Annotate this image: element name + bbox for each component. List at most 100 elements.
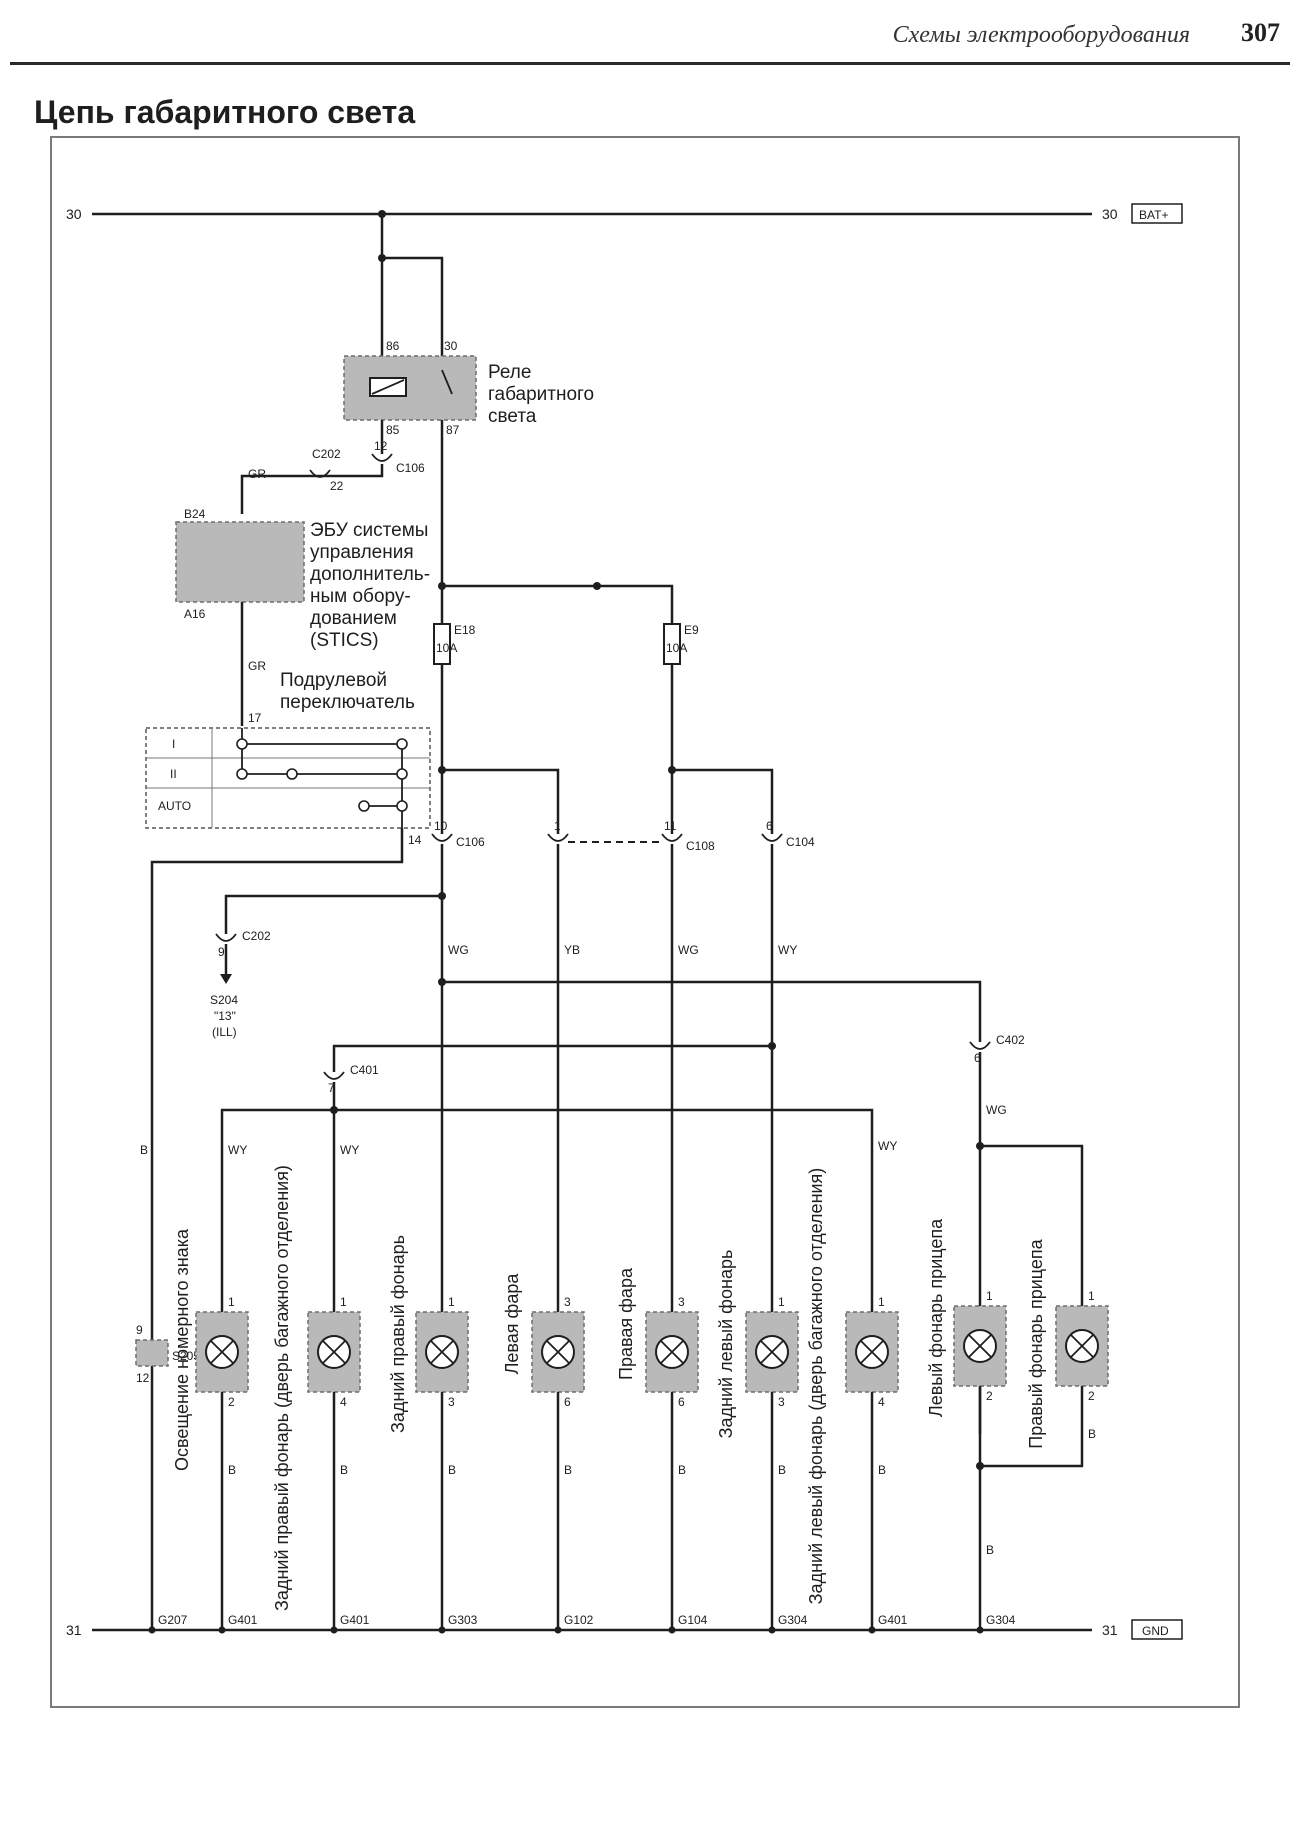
wiring-diagram: 30 30 BAT+ 86 30 85 87 Реле габаритного …	[66, 203, 1183, 1640]
s204-line-3: (ILL)	[212, 1025, 237, 1039]
c202-top-symbol	[309, 469, 331, 478]
ground-g207: G207	[158, 1613, 188, 1627]
ground-node-2	[218, 1626, 226, 1634]
bat-label: BAT+	[1139, 208, 1168, 222]
bat-box	[1131, 203, 1183, 224]
lamp-3-cross-b	[430, 1340, 454, 1364]
lamp-6-pin-bottom: 3	[778, 1395, 785, 1409]
s204-branch-wire	[224, 894, 442, 934]
ecu-pin-b24: B24	[184, 507, 206, 521]
ecu-name-2: управления	[310, 542, 414, 563]
switch-contact-2b	[286, 768, 298, 780]
c104-feed	[672, 768, 774, 834]
wire-wg-c402: WG	[986, 1103, 1007, 1117]
relay-contact	[441, 369, 453, 395]
left-wire-b: B	[140, 1143, 148, 1157]
lamp-6-cross-b	[760, 1340, 784, 1364]
c104-mid-symbol	[761, 833, 783, 842]
lamp-3-ground: G303	[448, 1613, 478, 1627]
lamp-9-cross-b	[1070, 1334, 1094, 1358]
lamp-4-cross-b	[546, 1340, 570, 1364]
c106-mid-symbol	[431, 833, 453, 842]
wire-wy-2: WY	[340, 1143, 359, 1157]
lamp-2-pin-top: 1	[340, 1295, 347, 1309]
page-header: Схемы электрооборудования 307	[0, 0, 1300, 70]
ground-node-6	[668, 1626, 676, 1634]
wire-wy-1: WY	[228, 1143, 247, 1157]
relay-pin86: 86	[386, 339, 400, 353]
c106-top-pin: 12	[374, 439, 388, 453]
lamp-2-pin-bottom: 4	[340, 1395, 347, 1409]
c108-mid-label: C108	[686, 839, 715, 853]
fuse-e18-name: E18	[454, 623, 476, 637]
s205-pin-top: 9	[136, 1323, 143, 1337]
switch-pin-14: 14	[408, 833, 422, 847]
c202-bottom-pin: 9	[218, 945, 225, 959]
rail-31-right-label: 31	[1102, 1622, 1118, 1638]
c106-mid-label: C106	[456, 835, 485, 849]
lamp-6-wire: B	[778, 1463, 786, 1477]
c106-top-symbol	[371, 453, 393, 462]
ecu-name-4: ным обору-	[310, 586, 411, 607]
switch-to-ground-wire	[150, 828, 404, 1630]
s205-pin-bottom: 12	[136, 1371, 150, 1385]
ground-node-9	[976, 1626, 984, 1634]
lamp-9-pin-top: 1	[1088, 1289, 1095, 1303]
ecu-box	[175, 521, 305, 603]
lamp-3-pin-top: 1	[448, 1295, 455, 1309]
lamp-1-box	[195, 1311, 249, 1393]
c202-bottom-label: C202	[242, 929, 271, 943]
switch-contact-1b	[396, 738, 408, 750]
lamp-5-ground: G104	[678, 1613, 708, 1627]
c202-top-label: C202	[312, 447, 341, 461]
lamp-5-name: Правая фара	[616, 1267, 636, 1380]
trailer-ground-node	[976, 1462, 984, 1470]
wire-gr-top: GR	[248, 467, 266, 481]
c402-label: C402	[996, 1033, 1025, 1047]
relay-pin30: 30	[444, 339, 458, 353]
e9-split-node	[668, 766, 676, 774]
lamp-7-ground: G401	[878, 1613, 908, 1627]
switch-pin-17: 17	[248, 711, 262, 725]
lamp-1-pin-bottom: 2	[228, 1395, 235, 1409]
s204-arrow	[220, 974, 232, 984]
lamp-5-pin-bottom: 6	[678, 1395, 685, 1409]
lamp-3-name: Задний правый фонарь	[388, 1235, 408, 1433]
lamp-1-cross-b	[210, 1340, 234, 1364]
lamp-7-name: Задний левый фонарь (дверь багажного отд…	[806, 1168, 826, 1605]
lamp-2-cross-b	[322, 1340, 346, 1364]
rail-31-left-label: 31	[66, 1622, 82, 1638]
relay-name-2: габаритного	[488, 384, 594, 405]
switch-contact-3b	[396, 800, 408, 812]
ground-node-1	[148, 1626, 156, 1634]
c202-gr-wire	[240, 464, 384, 514]
c104-mid-label: C104	[786, 835, 815, 849]
wire-color-3: WG	[678, 943, 699, 957]
relay-name-3: света	[488, 406, 537, 427]
wire-color-1: WG	[448, 943, 469, 957]
lamp-9-name: Правый фонарь прицепа	[1026, 1238, 1046, 1448]
lamp-1-wire: B	[228, 1463, 236, 1477]
ecu-pin-a16: A16	[184, 607, 206, 621]
c402-pin: 6	[974, 1051, 981, 1065]
lamp-3-pin-bottom: 3	[448, 1395, 455, 1409]
lamp-5-pin-top: 3	[678, 1295, 685, 1309]
trailer-right-feed	[980, 1144, 1084, 1306]
lamp-5-wire: B	[678, 1463, 686, 1477]
switch-contact-1a	[236, 738, 248, 750]
ground-node-4	[438, 1626, 446, 1634]
wire-gr-bottom: GR	[248, 659, 266, 673]
left-headlamp-feed	[442, 768, 560, 834]
lamp-8-pin-bottom: 2	[986, 1389, 993, 1403]
lamp-7-wire: B	[878, 1463, 886, 1477]
relay-coil-slash	[371, 379, 405, 395]
switch-row-2: II	[170, 767, 177, 781]
lamp-7-cross-b	[860, 1340, 884, 1364]
lamp-2-wire: B	[340, 1463, 348, 1477]
c104-mid-pin: 6	[766, 819, 773, 833]
trailer-wire-b-lower: B	[986, 1543, 994, 1557]
lamp-8-ground: G304	[986, 1613, 1016, 1627]
trailer-wg-bus	[442, 980, 982, 1042]
switch-name-1: Подрулевой	[280, 670, 387, 691]
rear-wy-bus	[220, 1108, 874, 1312]
